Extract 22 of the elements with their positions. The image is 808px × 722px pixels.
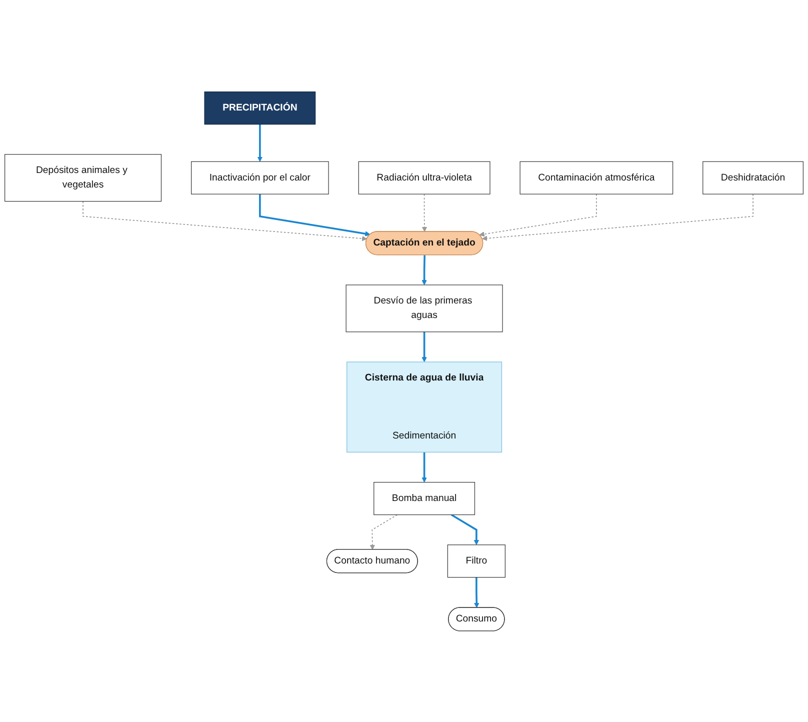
arrow xyxy=(370,514,398,550)
arrow xyxy=(422,254,427,285)
arrow xyxy=(450,514,480,545)
node-box xyxy=(702,160,804,194)
arrow xyxy=(422,452,427,482)
arrow xyxy=(422,193,428,232)
node-box xyxy=(374,482,476,515)
arrow xyxy=(422,332,427,362)
node-box xyxy=(358,160,490,194)
arrow xyxy=(482,193,754,241)
node-box xyxy=(346,284,503,332)
node-box xyxy=(204,91,316,124)
node-box xyxy=(520,160,674,194)
arrow xyxy=(82,200,368,241)
node-box xyxy=(191,160,329,194)
arrow xyxy=(257,124,263,162)
arrow xyxy=(259,194,370,236)
node-box xyxy=(447,544,506,578)
arrow xyxy=(479,193,597,236)
node-box xyxy=(4,154,162,202)
node-box xyxy=(346,361,502,452)
arrow xyxy=(474,576,480,608)
